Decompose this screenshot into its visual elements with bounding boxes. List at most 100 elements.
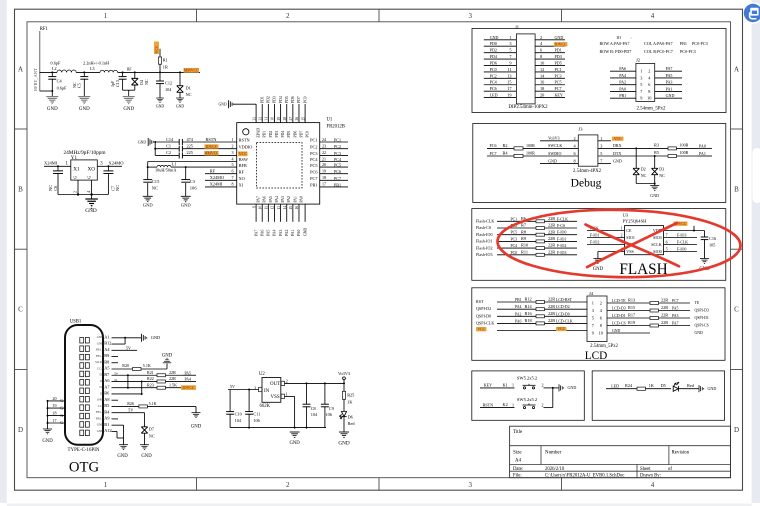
svg-text:PD1: PD1 <box>263 131 267 138</box>
svg-text:16: 16 <box>295 206 299 210</box>
svg-text:12: 12 <box>540 67 544 72</box>
svg-text:R4: R4 <box>503 150 509 155</box>
svg-text:R22: R22 <box>147 376 154 381</box>
svg-text:20: 20 <box>52 396 56 401</box>
svg-text:B1: B1 <box>104 422 109 427</box>
svg-text:R6: R6 <box>521 216 527 221</box>
svg-text:PD6: PD6 <box>293 131 297 138</box>
svg-text:R20: R20 <box>122 363 129 368</box>
svg-text:4: 4 <box>600 308 603 313</box>
svg-text:2026/2/10: 2026/2/10 <box>545 467 565 472</box>
svg-text:R14: R14 <box>525 304 533 309</box>
svg-text:LCD-RST: LCD-RST <box>556 298 573 302</box>
svg-text:X24MO: X24MO <box>210 175 224 180</box>
svg-text:0.6pF: 0.6pF <box>57 86 67 91</box>
svg-text:PA2: PA2 <box>619 80 626 85</box>
svg-text:NC: NC <box>641 173 647 178</box>
svg-text:PC4: PC4 <box>511 244 518 248</box>
svg-text:OTG: OTG <box>69 460 100 476</box>
svg-text:10: 10 <box>647 96 651 101</box>
svg-text:5V: 5V <box>126 345 131 350</box>
svg-text:ROW B: PD0-PD7: ROW B: PD0-PD7 <box>600 49 632 54</box>
svg-text:D+: D+ <box>115 372 119 376</box>
svg-text:R5: R5 <box>654 150 659 155</box>
svg-text:R10: R10 <box>521 243 528 248</box>
svg-text:SCLK: SCLK <box>651 242 661 247</box>
svg-text:F-IO1: F-IO1 <box>590 234 599 238</box>
svg-text:VCC: VCC <box>477 327 485 331</box>
svg-text:GND: GND <box>97 423 104 427</box>
svg-text:GND: GND <box>138 140 146 144</box>
svg-text:Title: Title <box>513 430 523 435</box>
svg-text:PC0-PC3: PC0-PC3 <box>680 49 696 54</box>
svg-text:of: of <box>668 467 672 472</box>
svg-text:2.2nH+/-0.1nH: 2.2nH+/-0.1nH <box>83 61 109 66</box>
svg-text:PB1: PB1 <box>310 183 317 188</box>
svg-text:TYPE-C-16PIN: TYPE-C-16PIN <box>68 448 100 453</box>
svg-text:C10: C10 <box>235 411 242 416</box>
svg-text:Number: Number <box>545 451 562 456</box>
svg-text:9: 9 <box>592 330 594 335</box>
svg-text:22R: 22R <box>548 249 555 254</box>
svg-text:PA3: PA3 <box>666 80 673 85</box>
svg-text:QSPI-D1: QSPI-D1 <box>695 316 709 320</box>
svg-text:PD5: PD5 <box>285 96 289 103</box>
svg-text:F-CLK: F-CLK <box>677 241 688 245</box>
svg-text:QSPI-D2: QSPI-D2 <box>476 306 491 311</box>
svg-text:PA1: PA1 <box>666 86 673 91</box>
svg-text:PB1: PB1 <box>515 298 522 302</box>
svg-text:PC0-PC3: PC0-PC3 <box>692 41 708 46</box>
svg-text:DIP2.54mm-10PX2: DIP2.54mm-10PX2 <box>508 105 548 110</box>
svg-text:0.6pF: 0.6pF <box>51 61 61 66</box>
svg-text:PD4: PD4 <box>281 131 285 138</box>
svg-text:B4: B4 <box>104 409 110 414</box>
svg-text:KEY: KEY <box>555 93 563 98</box>
svg-text:R9: R9 <box>521 236 526 241</box>
svg-text:COL B:PC0-PC7: COL B:PC0-PC7 <box>644 49 673 54</box>
svg-text:GND: GND <box>568 385 577 390</box>
svg-text:GND: GND <box>117 454 128 459</box>
svg-text:Y1: Y1 <box>71 155 78 161</box>
svg-text:1K: 1K <box>649 383 655 388</box>
svg-text:A7: A7 <box>104 384 110 389</box>
svg-text:R7: R7 <box>521 223 527 228</box>
svg-text:2.54mm-4PX2: 2.54mm-4PX2 <box>573 169 602 174</box>
svg-text:File:: File: <box>513 474 522 479</box>
svg-text:22: 22 <box>322 150 326 155</box>
svg-text:2.54mm_5Px2: 2.54mm_5Px2 <box>636 106 666 111</box>
svg-text:SWDIO: SWDIO <box>548 151 561 156</box>
svg-text:IOVCC: IOVCC <box>675 222 687 226</box>
svg-text:C: C <box>734 306 739 314</box>
svg-text:L2: L2 <box>52 66 57 71</box>
svg-text:PA7: PA7 <box>257 196 261 203</box>
svg-text:22R: 22R <box>661 313 668 318</box>
svg-text:33: 33 <box>252 117 256 121</box>
svg-text:TE: TE <box>695 301 700 305</box>
svg-text:3: 3 <box>468 481 472 489</box>
svg-text:ROW A:PA0-PA7: ROW A:PA0-PA7 <box>600 41 630 46</box>
svg-text:1R: 1R <box>163 65 168 70</box>
svg-text:GND: GND <box>47 107 58 112</box>
svg-text:Flash-IO1: Flash-IO1 <box>476 239 492 244</box>
svg-text:GND: GND <box>593 267 604 272</box>
svg-text:GND: GND <box>338 441 349 447</box>
svg-text:LCD-D0: LCD-D0 <box>556 312 570 316</box>
svg-text:5: 5 <box>592 315 594 320</box>
svg-text:IO: IO <box>617 35 621 40</box>
svg-text:FB1.5: FB1.5 <box>96 416 104 420</box>
svg-text:LCD-CLK: LCD-CLK <box>556 319 573 323</box>
svg-text:6: 6 <box>573 151 576 156</box>
svg-text:PC2: PC2 <box>310 144 317 149</box>
svg-text:4: 4 <box>648 75 651 80</box>
svg-text:PA6: PA6 <box>515 319 522 323</box>
svg-text:Flash-IO0: Flash-IO0 <box>476 232 492 237</box>
svg-text:7: 7 <box>600 159 603 164</box>
svg-text:1: 1 <box>231 137 233 142</box>
svg-text:2: 2 <box>72 191 77 193</box>
svg-text:LCD-D2: LCD-D2 <box>556 305 570 309</box>
svg-text:PD3: PD3 <box>555 54 562 59</box>
svg-text:28: 28 <box>283 117 287 121</box>
svg-text:C16: C16 <box>709 236 717 241</box>
svg-text:MMVCC: MMVCC <box>204 152 219 156</box>
svg-text:F-CLK: F-CLK <box>557 217 568 221</box>
